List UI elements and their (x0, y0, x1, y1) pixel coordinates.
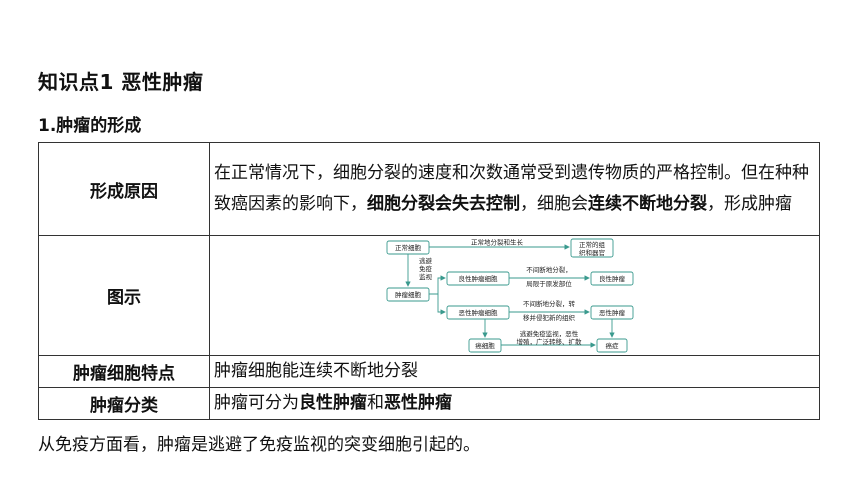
cause-bold-2: 连续不断地分裂 (588, 194, 707, 214)
cancer-box (596, 338, 627, 353)
cancer-text: 癌症 (605, 341, 619, 350)
row-label-cause: 形成原因 (38, 142, 210, 236)
features-text: 肿瘤细胞能连续不断地分裂 (209, 355, 820, 388)
section-heading: 知识点1 恶性肿瘤 (38, 70, 204, 94)
footer-note: 从免疫方面看，肿瘤是逃避了免疫监视的突变细胞引起的。 (38, 435, 480, 455)
normal-tissue-text-2: 织和器官 (579, 248, 605, 257)
malignant-desc-text-2: 移并侵犯新的组织 (523, 313, 576, 322)
benign-desc-text-1: 不间断地分裂， (526, 265, 572, 274)
row-label-diagram: 图示 (38, 235, 210, 356)
cancer-desc-text-1: 逃避免疫监视，恶性 (519, 329, 578, 338)
benign-desc-text-2: 局限于原发部位 (526, 279, 572, 288)
normal-tissue-box (570, 238, 613, 258)
tumor-flow-diagram: 正常细胞 正常地分裂和生长 正常的组 织和器官 逃避 免疫 监视 肿瘤细胞 良性… (386, 238, 633, 353)
normal-tissue-text-1: 正常的组 (579, 240, 606, 249)
cause-text-3: ，形成肿瘤 (707, 194, 792, 214)
row-label-features: 肿瘤细胞特点 (38, 355, 210, 388)
malignant-cell-text: 恶性肿瘤细胞 (458, 308, 498, 317)
cause-text-1: 在正常情况下，细胞分裂的速度和次数通常受到遗传物质的严格控制。但在种种致癌因素的… (214, 163, 809, 214)
malignant-cell-box (446, 305, 509, 320)
normal-cell-text: 正常细胞 (395, 243, 422, 252)
cancer-desc-text-2: 增殖，广泛转移、扩散 (516, 337, 582, 346)
benign-tumor-text: 良性肿瘤 (599, 274, 626, 283)
normal-growth-text: 正常地分裂和生长 (471, 238, 524, 247)
cause-description: 在正常情况下，细胞分裂的速度和次数通常受到遗传物质的严格控制。但在种种致癌因素的… (209, 142, 820, 236)
tumor-cell-box (386, 287, 429, 302)
benign-cell-box (446, 271, 509, 286)
escape-text-3: 监视 (419, 272, 433, 281)
table-row: 肿瘤分类 肿瘤可分为良性肿瘤和恶性肿瘤 (38, 387, 820, 420)
tumor-cell-text: 肿瘤细胞 (395, 290, 422, 299)
tumor-formation-table: 形成原因 在正常情况下，细胞分裂的速度和次数通常受到遗传物质的严格控制。但在种种… (38, 142, 820, 420)
cause-bold-1: 细胞分裂会失去控制 (367, 194, 520, 214)
table-row: 图示 (38, 235, 820, 356)
cancer-cell-text: 癌细胞 (475, 341, 495, 350)
classification-text-1: 肿瘤可分为 (214, 393, 299, 413)
subsection-heading: 1.肿瘤的形成 (38, 116, 142, 136)
classification-text: 肿瘤可分为良性肿瘤和恶性肿瘤 (209, 387, 820, 420)
escape-text-2: 免疫 (419, 264, 433, 273)
benign-tumor-box (590, 271, 633, 286)
benign-cell-text: 良性肿瘤细胞 (458, 274, 498, 283)
classification-bold-1: 良性肿瘤 (299, 393, 367, 413)
table-row: 形成原因 在正常情况下，细胞分裂的速度和次数通常受到遗传物质的严格控制。但在种种… (38, 142, 820, 236)
classification-text-2: 和 (367, 393, 384, 413)
row-label-classification: 肿瘤分类 (38, 387, 210, 420)
diagram-cell: 正常细胞 正常地分裂和生长 正常的组 织和器官 逃避 免疫 监视 肿瘤细胞 良性… (209, 235, 820, 356)
table-row: 肿瘤细胞特点 肿瘤细胞能连续不断地分裂 (38, 355, 820, 388)
classification-bold-2: 恶性肿瘤 (384, 393, 452, 413)
cancer-cell-box (468, 338, 501, 353)
cause-text-2: ，细胞会 (520, 194, 588, 214)
malignant-tumor-text: 恶性肿瘤 (599, 308, 626, 317)
malignant-desc-text-1: 不间断地分裂，转 (523, 299, 576, 308)
escape-text-1: 逃避 (419, 256, 433, 265)
